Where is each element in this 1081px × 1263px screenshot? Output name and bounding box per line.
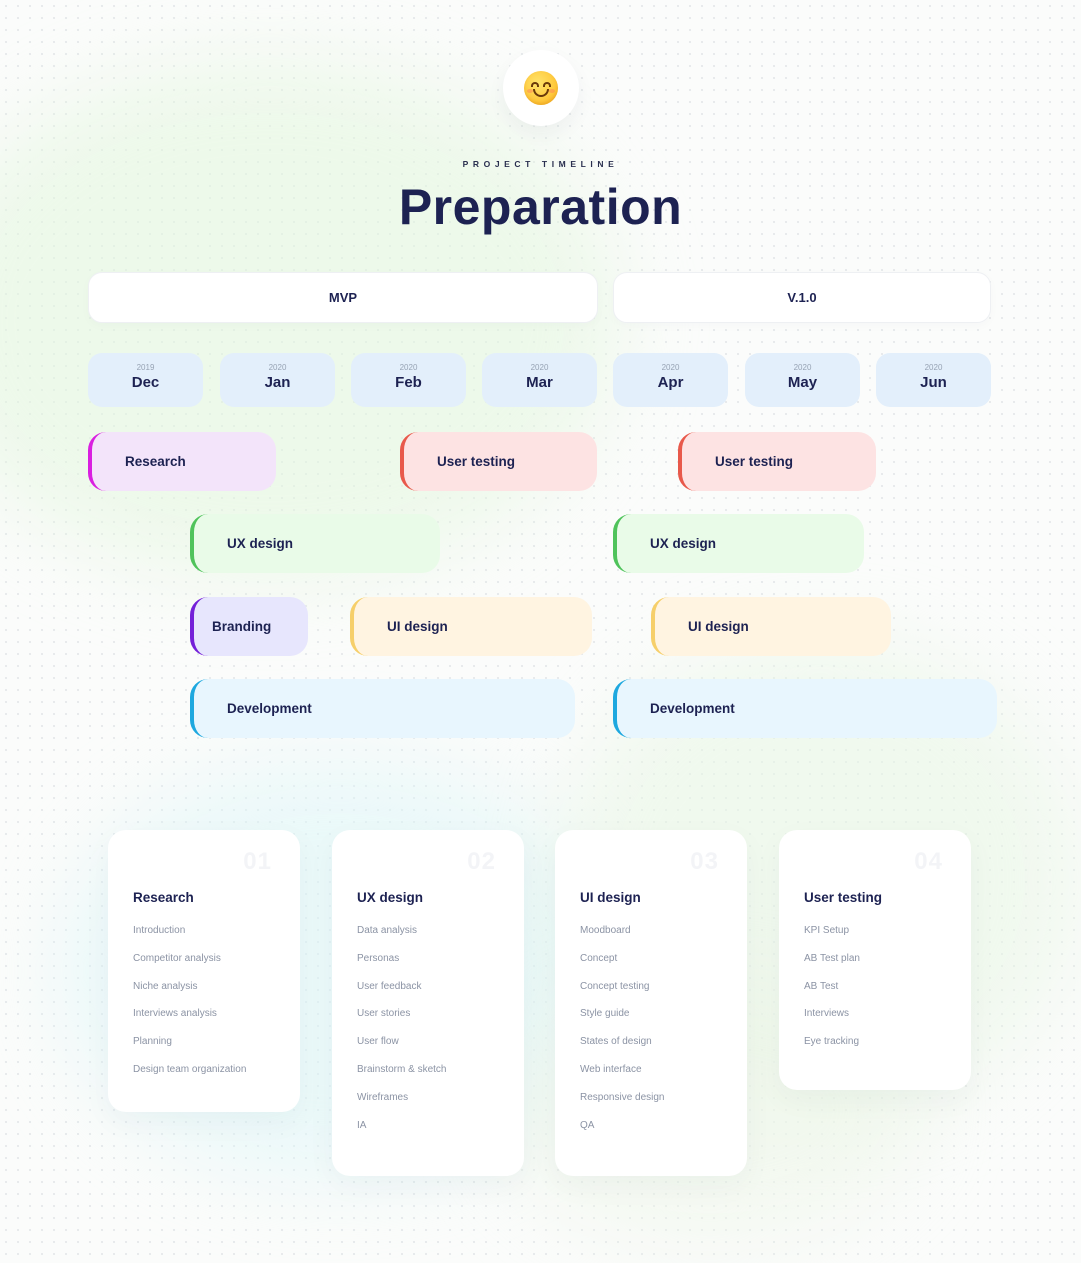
list-item: Web interface: [580, 1063, 642, 1075]
month-name: Jan: [264, 374, 291, 391]
month-year: 2020: [268, 363, 287, 372]
list-item: Competitor analysis: [133, 952, 221, 964]
month-mar: 2020 Mar: [482, 353, 597, 407]
list-item: Data analysis: [357, 925, 418, 936]
task-ux-design[interactable]: UX design: [613, 514, 864, 573]
card-list: KPI Setup AB Test plan AB Test Interview…: [804, 924, 860, 1063]
list-item: Brainstorm & sketch: [357, 1063, 447, 1075]
month-year: 2019: [136, 363, 155, 372]
task-ux-design[interactable]: UX design: [190, 514, 440, 573]
task-label: UI design: [387, 619, 448, 634]
card-user-testing: 04 User testing KPI Setup AB Test plan A…: [779, 830, 971, 1090]
release-v1: V.1.0: [613, 272, 991, 323]
task-development[interactable]: Development: [190, 679, 575, 738]
month-name: Mar: [526, 374, 553, 391]
month-feb: 2020 Feb: [351, 353, 466, 407]
card-title: Research: [133, 890, 194, 905]
list-item: Interviews: [804, 1008, 850, 1020]
task-ui-design[interactable]: UI design: [651, 597, 891, 656]
task-label: User testing: [437, 454, 516, 469]
list-item: Planning: [133, 1036, 172, 1048]
month-apr: 2020 Apr: [613, 353, 728, 407]
month-name: Jun: [920, 374, 947, 391]
month-name: Feb: [395, 374, 422, 391]
list-item: KPI Setup: [804, 925, 850, 936]
list-item: Responsive design: [580, 1091, 665, 1103]
card-number: 01: [243, 848, 272, 875]
card-research: 01 Research Introduction Competitor anal…: [108, 830, 300, 1112]
month-year: 2020: [530, 363, 549, 372]
list-item: Concept: [580, 952, 618, 964]
card-number: 04: [914, 848, 943, 875]
card-number: 02: [467, 848, 496, 875]
month-dec: 2019 Dec: [88, 353, 203, 407]
task-ui-design[interactable]: UI design: [350, 597, 592, 656]
card-title: UX design: [357, 890, 424, 905]
list-item: QA: [580, 1119, 595, 1131]
task-label: UX design: [227, 536, 294, 551]
page-title: Preparation: [398, 179, 683, 235]
task-user-testing[interactable]: User testing: [678, 432, 876, 491]
list-item: Style guide: [580, 1008, 630, 1020]
task-user-testing[interactable]: User testing: [400, 432, 597, 491]
list-item: User flow: [357, 1036, 399, 1048]
month-year: 2020: [924, 363, 943, 372]
list-item: AB Test plan: [804, 952, 860, 964]
eyebrow-label: PROJECT TIMELINE: [462, 159, 619, 169]
list-item: IA: [357, 1119, 367, 1131]
list-item: User stories: [357, 1008, 411, 1020]
month-jun: 2020 Jun: [876, 353, 991, 407]
task-label: Development: [650, 701, 735, 716]
list-item: States of design: [580, 1036, 652, 1048]
card-title: UI design: [580, 890, 641, 905]
list-item: User feedback: [357, 980, 422, 992]
card-list: Introduction Competitor analysis Niche a…: [133, 924, 246, 1091]
task-label: Branding: [212, 619, 272, 634]
list-item: Personas: [357, 952, 400, 964]
task-label: UX design: [650, 536, 717, 551]
list-item: Design team organization: [133, 1063, 247, 1075]
task-branding[interactable]: Branding: [190, 597, 308, 656]
month-jan: 2020 Jan: [220, 353, 335, 407]
task-research[interactable]: Research: [88, 432, 276, 491]
list-item: Moodboard: [580, 925, 631, 936]
month-may: 2020 May: [745, 353, 860, 407]
list-item: Wireframes: [357, 1091, 409, 1103]
release-mvp: MVP: [88, 272, 598, 323]
card-title: User testing: [804, 890, 883, 905]
task-development[interactable]: Development: [613, 679, 997, 738]
card-list: Data analysis Personas User feedback Use…: [357, 924, 446, 1146]
card-number: 03: [690, 848, 719, 875]
task-label: Research: [125, 454, 186, 469]
list-item: AB Test: [804, 980, 839, 992]
month-year: 2020: [661, 363, 680, 372]
list-item: Introduction: [133, 925, 186, 936]
card-ux-design: 02 UX design Data analysis Personas User…: [332, 830, 524, 1176]
month-year: 2020: [793, 363, 812, 372]
task-label: User testing: [715, 454, 794, 469]
list-item: Interviews analysis: [133, 1008, 217, 1020]
month-name: May: [787, 374, 818, 391]
list-item: Niche analysis: [133, 980, 198, 992]
month-name: Apr: [657, 374, 684, 391]
card-list: Moodboard Concept Concept testing Style …: [580, 924, 665, 1146]
month-year: 2020: [399, 363, 418, 372]
task-label: UI design: [688, 619, 749, 634]
list-item: Concept testing: [580, 980, 650, 992]
task-label: Development: [227, 701, 312, 716]
month-name: Dec: [131, 374, 160, 391]
list-item: Eye tracking: [804, 1036, 860, 1048]
smiling-face-icon: [524, 71, 558, 105]
card-ui-design: 03 UI design Moodboard Concept Concept t…: [555, 830, 747, 1176]
emoji-badge: [503, 50, 579, 126]
